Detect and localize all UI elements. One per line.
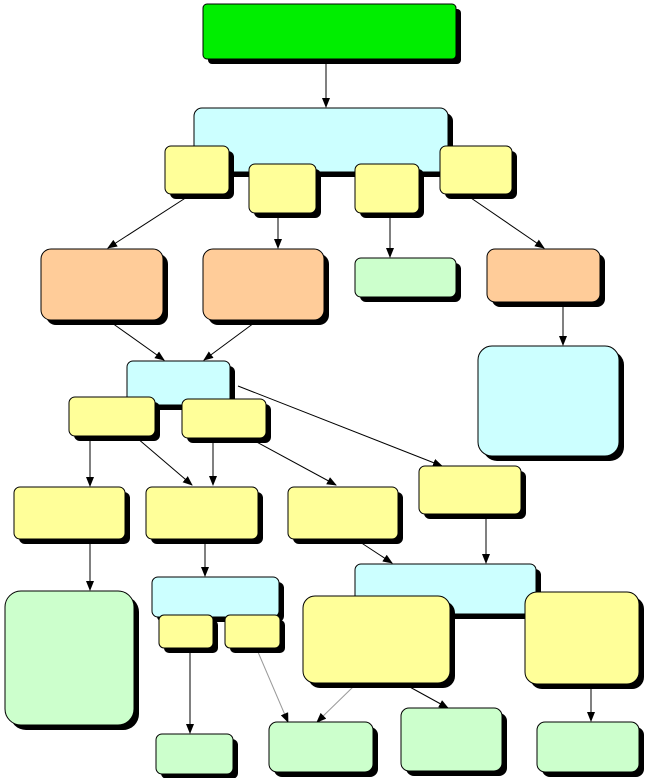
node-box-green-bottom-3 [400, 707, 507, 776]
node-box-orange-3 [486, 248, 605, 307]
connectors-layer [86, 62, 595, 734]
node-box [158, 614, 214, 649]
node-box-yellow-big-2 [524, 591, 644, 689]
node-hub-2-tab-1 [68, 396, 160, 441]
node-box [268, 721, 374, 773]
node-box [439, 145, 513, 195]
connector-hub-2-to-box-yellow-right [237, 385, 443, 467]
node-box-yellow-3 [287, 486, 403, 544]
node-box-green-bottom-4 [536, 721, 644, 777]
node-hub-1-tab-2 [248, 163, 321, 218]
node-box-cyan-right [477, 345, 624, 461]
node-hub-1 [193, 107, 453, 177]
node-box [155, 733, 234, 775]
node-box [202, 3, 457, 60]
connector-box-yellow-big-1-to-box-green-bottom-3 [407, 685, 449, 709]
node-box [4, 590, 135, 726]
connector-hub-2-tab-2-to-box-yellow-3 [252, 439, 337, 486]
node-box-yellow-1 [13, 486, 130, 544]
node-box-green-1 [354, 257, 461, 302]
node-box [193, 107, 449, 173]
node-box [151, 576, 280, 618]
node-hub-3 [151, 576, 284, 622]
node-box-green-bottom-1 [155, 733, 238, 778]
node-root [202, 3, 461, 64]
node-hub-2-tab-2 [181, 398, 271, 443]
node-box [524, 591, 640, 685]
node-box [13, 486, 126, 540]
node-box [354, 257, 457, 298]
node-box [68, 396, 156, 437]
node-hub-3-tab-1 [158, 614, 218, 653]
node-box-orange-2 [202, 248, 329, 325]
connector-box-orange-1-to-hub-2 [111, 322, 165, 361]
node-box-yellow-big-1 [302, 595, 455, 688]
node-box [418, 465, 522, 515]
node-box [202, 248, 325, 321]
node-hub-1-tab-1 [164, 145, 234, 199]
node-box [40, 248, 164, 321]
node-hub-1-tab-3 [354, 163, 424, 218]
node-box [164, 145, 230, 195]
node-box-yellow-2 [145, 486, 263, 544]
connector-box-orange-2-to-hub-2 [203, 322, 255, 361]
node-box-green-tall [4, 590, 139, 730]
nodes-layer [4, 3, 644, 778]
node-box-yellow-right [418, 465, 526, 519]
node-box [145, 486, 259, 540]
node-box [536, 721, 640, 773]
connector-hub-1-tab-4-to-box-orange-3 [470, 197, 545, 249]
node-box-green-bottom-2 [268, 721, 378, 777]
node-box [486, 248, 601, 303]
connector-hub-2-tab-1-to-box-yellow-2 [136, 437, 193, 486]
node-hub-1-tab-4 [439, 145, 517, 199]
connector-box-yellow-big-1-to-box-green-bottom-2 [316, 685, 355, 723]
node-box [181, 398, 267, 439]
node-box [477, 345, 620, 457]
node-box-orange-1 [40, 248, 168, 325]
connector-hub-3-tab-2-to-box-green-bottom-2 [257, 651, 289, 723]
connector-hub-1-tab-1-to-box-orange-1 [107, 196, 188, 249]
node-box [224, 614, 281, 649]
node-hub-3-tab-2 [224, 614, 285, 653]
node-box [302, 595, 451, 684]
node-box [126, 360, 231, 406]
node-box [354, 163, 420, 214]
node-box [400, 707, 503, 772]
connector-box-yellow-3-to-hub-4 [359, 541, 393, 564]
node-box [287, 486, 399, 540]
node-box [248, 163, 317, 214]
